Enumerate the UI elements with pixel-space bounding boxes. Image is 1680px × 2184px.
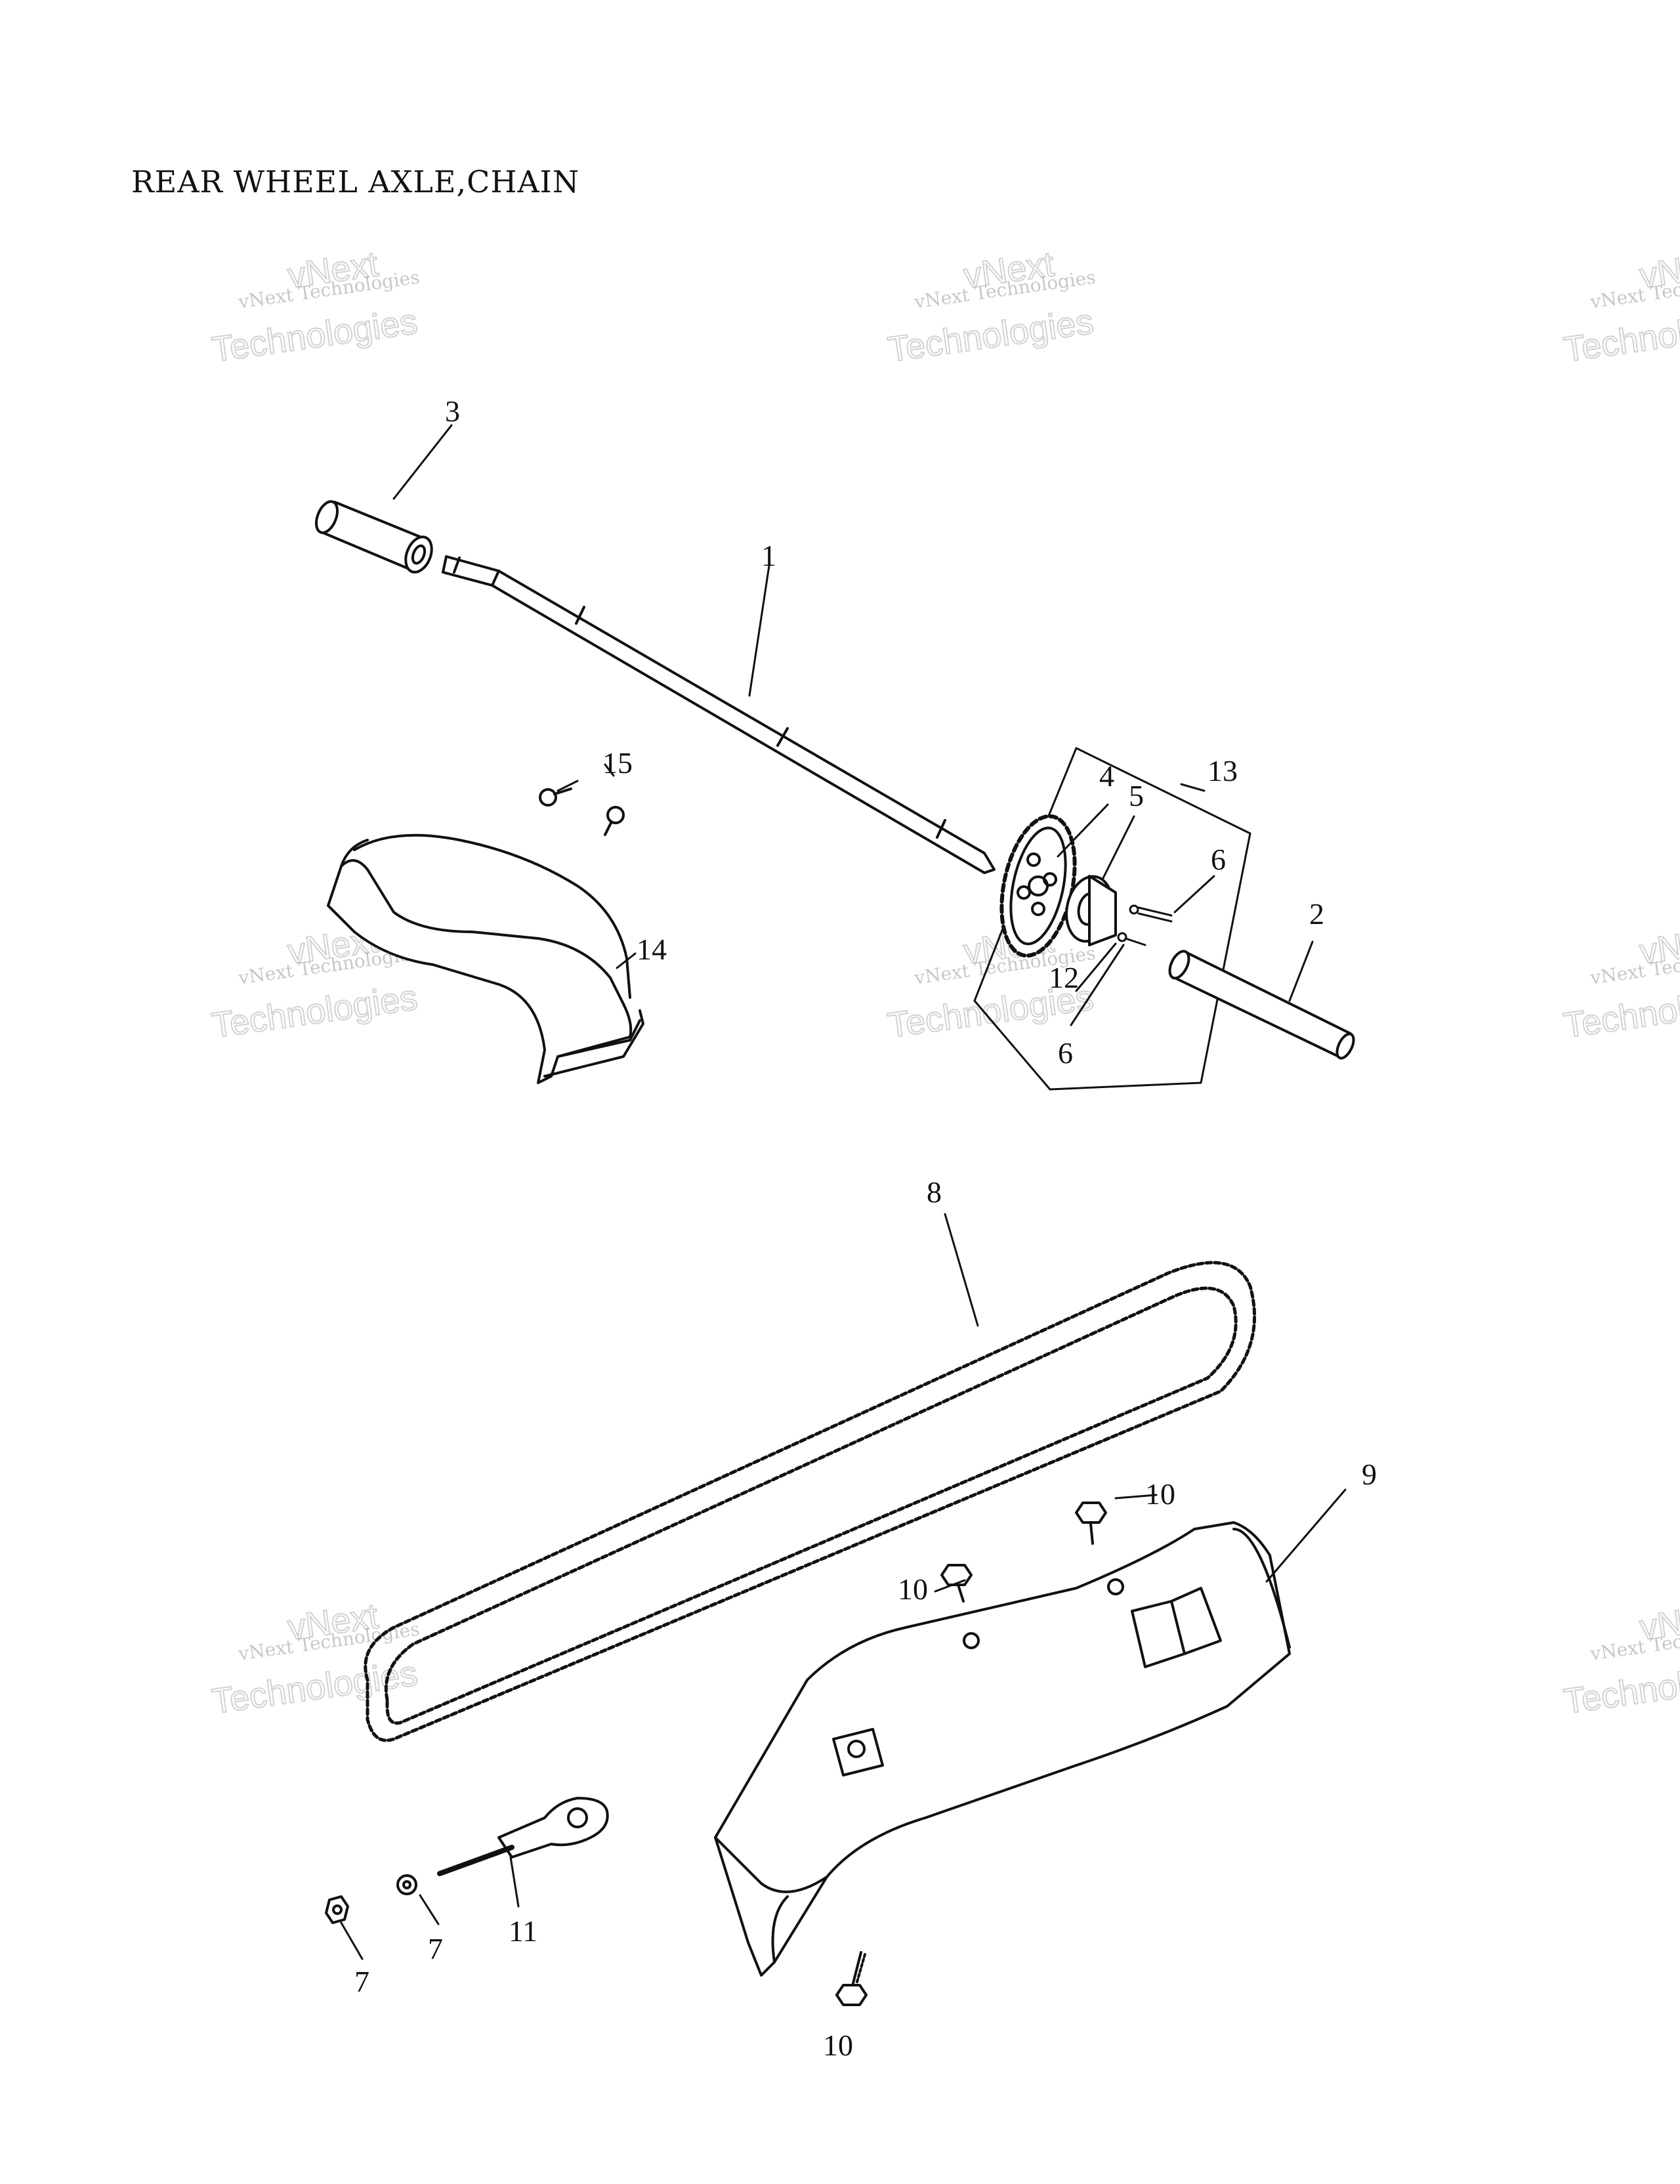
callout-label: 7 — [354, 1965, 369, 1998]
callout-label: 2 — [1309, 897, 1324, 931]
cover-part-14 — [327, 833, 644, 1084]
callout-label: 5 — [1129, 779, 1144, 812]
bolt-part-6 — [1117, 932, 1146, 946]
bolt-part-10 — [835, 1951, 868, 2006]
nut-part-7 — [325, 1895, 349, 1924]
hub-part-5 — [1065, 875, 1117, 946]
callout-label: 8 — [927, 1175, 942, 1209]
chain-adjuster-part-11 — [437, 1797, 609, 1876]
callout-label: 1 — [761, 539, 776, 572]
watermark-text: Technologies — [1561, 978, 1680, 1045]
page-title: REAR WHEEL AXLE,CHAIN — [131, 164, 580, 200]
callout-labels: 3 1 2 4 5 13 6 12 6 15 14 8 9 10 10 10 1… — [354, 394, 1377, 2062]
callout-label: 9 — [1362, 1458, 1377, 1491]
leader-lines — [340, 424, 1347, 1960]
nut-part-7 — [396, 1874, 417, 1895]
callout-label: 10 — [898, 1572, 928, 1606]
bolt-part-6 — [1129, 904, 1173, 923]
callout-label: 7 — [428, 1932, 443, 1965]
watermark-text: Technologies — [1561, 302, 1680, 369]
callout-label: 10 — [1145, 1477, 1175, 1511]
rear-axle-part-1 — [442, 555, 996, 874]
bolt-part-15 — [539, 788, 625, 836]
callout-label: 6 — [1211, 843, 1226, 876]
callout-label: 15 — [602, 746, 633, 780]
chain-part-8 — [364, 1261, 1257, 1742]
callout-label: 10 — [823, 2028, 853, 2062]
chain-guard-part-9 — [714, 1521, 1291, 1977]
callout-label: 4 — [1099, 759, 1114, 793]
callout-label: 11 — [509, 1914, 537, 1948]
callout-label: 14 — [637, 933, 667, 966]
callout-label: 13 — [1208, 754, 1238, 788]
callout-label: 12 — [1049, 961, 1079, 994]
axle-part-2 — [1168, 950, 1355, 1060]
collar-part-3 — [314, 500, 433, 574]
watermark-text: Technologies — [1561, 1654, 1680, 1721]
callout-1-label: 3 — [445, 394, 460, 428]
bolt-part-10 — [1075, 1502, 1107, 1545]
sprocket-part-4 — [999, 814, 1077, 958]
callout-label: 6 — [1058, 1036, 1073, 1070]
